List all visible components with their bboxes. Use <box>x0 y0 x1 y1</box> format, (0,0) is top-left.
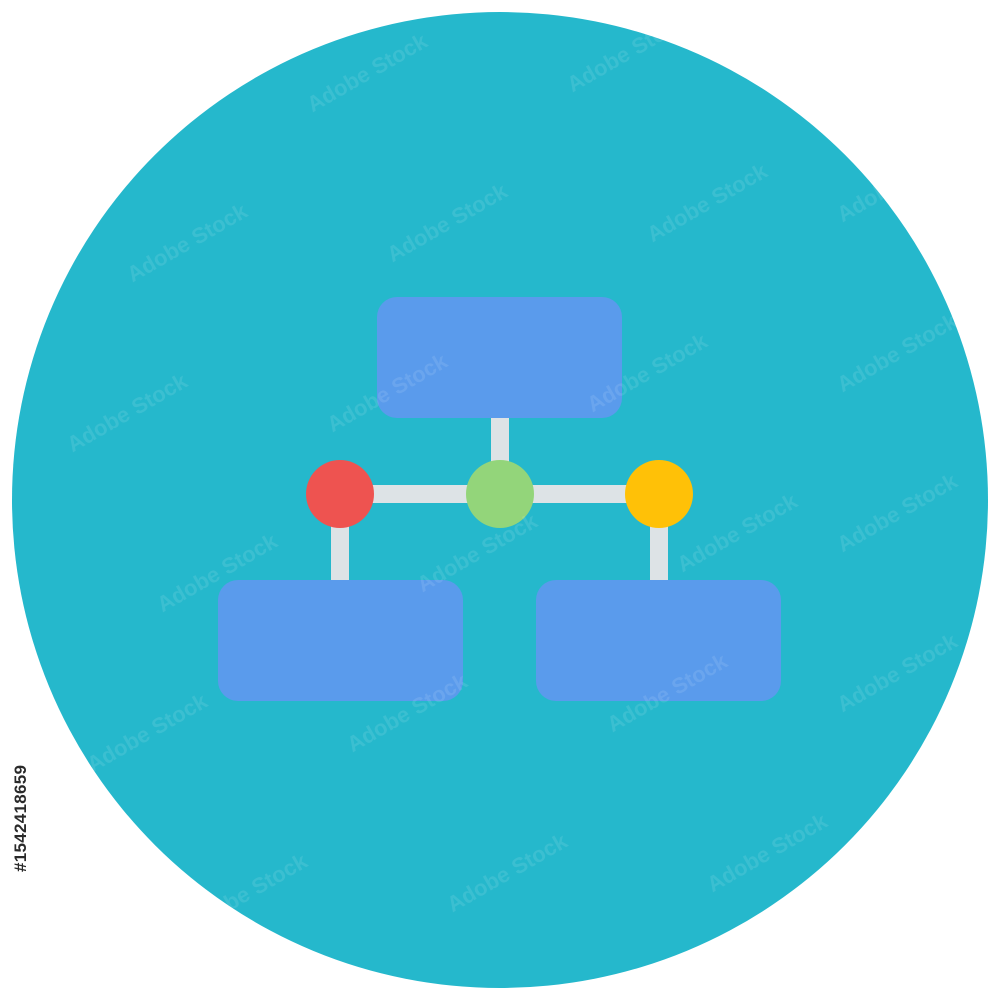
node-center <box>466 460 534 528</box>
box-top <box>377 297 622 418</box>
node-right <box>625 460 693 528</box>
node-left <box>306 460 374 528</box>
box-bottom-right <box>536 580 781 701</box>
box-bottom-left <box>218 580 463 701</box>
